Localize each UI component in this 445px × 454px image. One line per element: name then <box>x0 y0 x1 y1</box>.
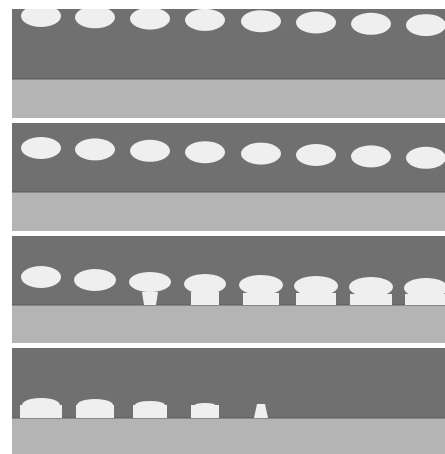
panel-1 <box>12 5 445 118</box>
droplet <box>21 137 61 159</box>
droplet-body <box>296 12 336 34</box>
droplet <box>239 275 283 305</box>
droplet-body <box>241 143 281 165</box>
droplet <box>241 10 281 32</box>
droplet <box>133 401 167 418</box>
droplet-body <box>406 14 445 36</box>
droplet-cap <box>129 272 171 292</box>
droplet <box>20 398 62 418</box>
droplet <box>191 403 219 418</box>
droplet-body <box>406 147 445 169</box>
droplet-body <box>21 5 61 27</box>
droplet-body <box>130 140 170 162</box>
droplet-body <box>75 138 115 160</box>
droplet <box>404 278 445 305</box>
droplet-cap <box>184 274 226 294</box>
droplet-body <box>296 144 336 166</box>
droplet <box>296 144 336 166</box>
droplet-body <box>21 137 61 159</box>
droplet <box>185 9 225 31</box>
droplet-neck <box>142 292 158 305</box>
droplet <box>76 399 114 418</box>
lower-region <box>12 192 445 231</box>
droplet-stem <box>350 294 392 305</box>
droplet-stem <box>243 293 279 305</box>
droplet-stem <box>191 292 219 305</box>
droplet <box>294 276 338 305</box>
droplet <box>351 13 391 35</box>
panel-4 <box>12 348 445 454</box>
droplet <box>74 269 116 291</box>
panel-3 <box>12 236 445 343</box>
droplet-base <box>20 405 62 418</box>
droplet-stem <box>405 294 445 305</box>
droplet-body <box>21 266 61 288</box>
droplet-base <box>133 405 167 418</box>
panels-layer <box>12 5 445 454</box>
droplet-body <box>241 10 281 32</box>
droplet <box>130 140 170 162</box>
droplet-stem <box>296 293 336 305</box>
droplet <box>351 145 391 167</box>
droplet-body <box>75 6 115 28</box>
droplet <box>185 141 225 163</box>
droplet <box>406 14 445 36</box>
droplet-body <box>185 141 225 163</box>
droplet <box>75 6 115 28</box>
droplet <box>241 143 281 165</box>
droplet <box>406 147 445 169</box>
droplet-base <box>76 405 114 418</box>
droplet-body <box>74 269 116 291</box>
panel-2 <box>12 123 445 231</box>
droplet <box>21 266 61 288</box>
droplet-cap <box>239 275 283 295</box>
droplet-body <box>185 9 225 31</box>
droplet <box>21 5 61 27</box>
lower-region <box>12 418 445 454</box>
lower-region <box>12 79 445 118</box>
droplet <box>130 8 170 30</box>
droplet-base <box>191 405 219 418</box>
droplet-body <box>130 8 170 30</box>
lower-region <box>12 305 445 343</box>
droplet <box>75 138 115 160</box>
droplet <box>296 12 336 34</box>
droplet <box>349 277 393 305</box>
droplet-body <box>351 145 391 167</box>
droplet-body <box>351 13 391 35</box>
